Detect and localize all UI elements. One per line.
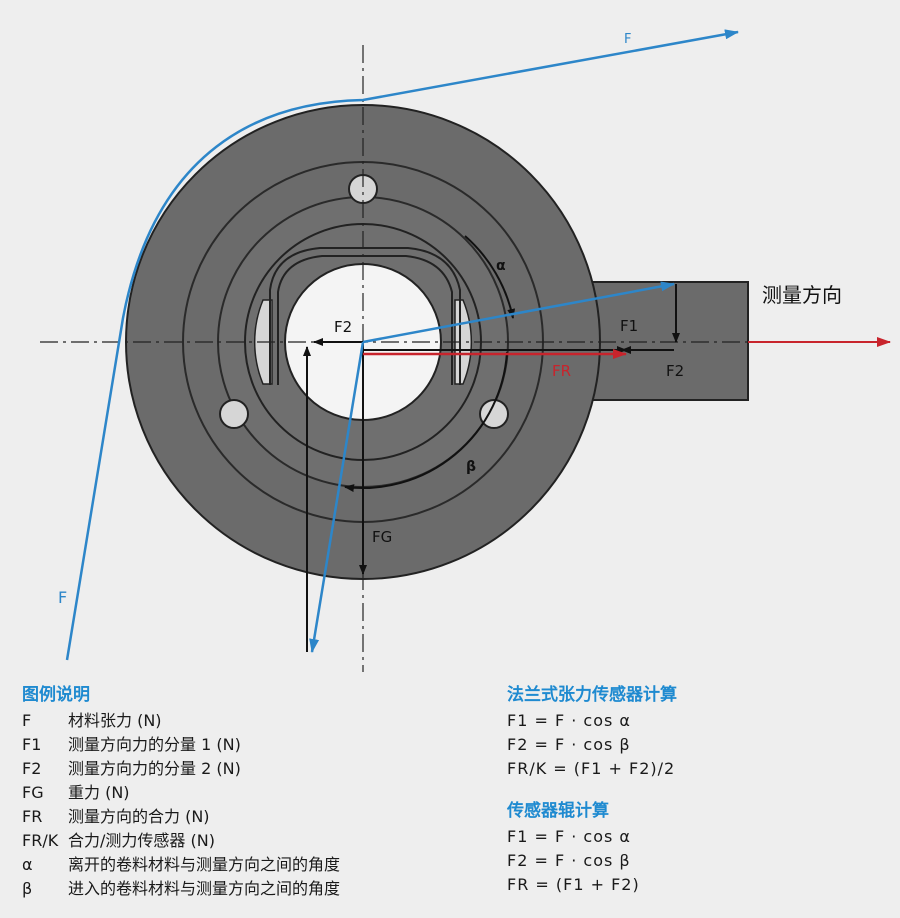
f-incoming-blue [309, 341, 365, 653]
legend-desc: 离开的卷料材料与测量方向之间的角度 [68, 855, 341, 874]
flange-formula: FR/K = (F1 + F2)/2 [507, 759, 676, 778]
legend-symbol: α [22, 855, 33, 874]
legend-row: F2 测量方向力的分量 2 (N) [22, 757, 340, 781]
legend-row: α 离开的卷料材料与测量方向之间的角度 [22, 853, 340, 877]
tension-diagram: F F α β F2 F1 F2 FR FG 测量方向 [40, 29, 891, 672]
roller-formula: F1 = F · cos α [507, 827, 631, 846]
legend-section: 图例说明 F 材料张力 (N) F1 测量方向力的分量 1 (N) F2 测量方向力的… [22, 680, 340, 901]
legend-title: 图例说明 [22, 685, 90, 705]
label-alpha: α [496, 258, 506, 274]
legend-desc: 合力/测力传感器 (N) [68, 831, 215, 850]
bracket-outline-inner [277, 255, 453, 385]
legend-row: FR/K 合力/测力传感器 (N) [22, 829, 340, 853]
legend-symbol: FG [22, 783, 44, 802]
legend-desc: 测量方向的合力 (N) [68, 807, 210, 826]
roller-calc-title: 传感器辊计算 [507, 801, 609, 821]
label-f1: F1 [620, 317, 638, 335]
beta-arc [344, 351, 508, 493]
flange-formula: F2 = F · cos β [507, 735, 631, 754]
bracket-outline [269, 247, 461, 385]
label-f2-right: F2 [666, 362, 684, 380]
legend-desc: 进入的卷料材料与测量方向之间的角度 [68, 879, 341, 898]
legend-desc: 重力 (N) [68, 783, 130, 802]
label-f-top: F [624, 32, 631, 47]
legend-row: β 进入的卷料材料与测量方向之间的角度 [22, 877, 340, 901]
legend-row: F1 测量方向力的分量 1 (N) [22, 733, 340, 757]
legend-row: FR 测量方向的合力 (N) [22, 805, 340, 829]
bolt-hole-left [219, 399, 249, 429]
legend-symbol: FR [22, 807, 43, 826]
legend-row: F 材料张力 (N) [22, 709, 340, 733]
flange-calc-title: 法兰式张力传感器计算 [507, 685, 677, 705]
legend-symbol: F [22, 711, 32, 730]
label-f-left: F [58, 588, 67, 607]
roller-formula: F2 = F · cos β [507, 851, 631, 870]
legend-symbol: F1 [22, 735, 42, 754]
label-f2-left: F2 [334, 318, 352, 336]
label-fr: FR [552, 362, 571, 380]
flange-formula: F1 = F · cos α [507, 711, 631, 730]
flange-calc-section: 法兰式张力传感器计算 F1 = F · cos α F2 = F · cos β… [507, 680, 677, 781]
label-beta: β [466, 459, 476, 475]
legend-desc: 测量方向力的分量 2 (N) [68, 759, 241, 778]
legend-desc: 测量方向力的分量 1 (N) [68, 735, 241, 754]
label-fg: FG [372, 528, 392, 546]
legend-desc: 材料张力 (N) [68, 711, 162, 730]
measure-direction-label: 测量方向 [762, 283, 842, 307]
alpha-arc [464, 235, 516, 319]
f-component-blue [362, 281, 675, 344]
legend-symbol: FR/K [22, 831, 59, 850]
web-material-path [65, 29, 739, 661]
roller-calc-section: 传感器辊计算 F1 = F · cos α F2 = F · cos β FR … [507, 796, 640, 897]
legend-symbol: F2 [22, 759, 42, 778]
legend-row: FG 重力 (N) [22, 781, 340, 805]
bolt-hole-right [479, 399, 509, 429]
roller-formula: FR = (F1 + F2) [507, 875, 640, 894]
legend-symbol: β [22, 879, 33, 898]
